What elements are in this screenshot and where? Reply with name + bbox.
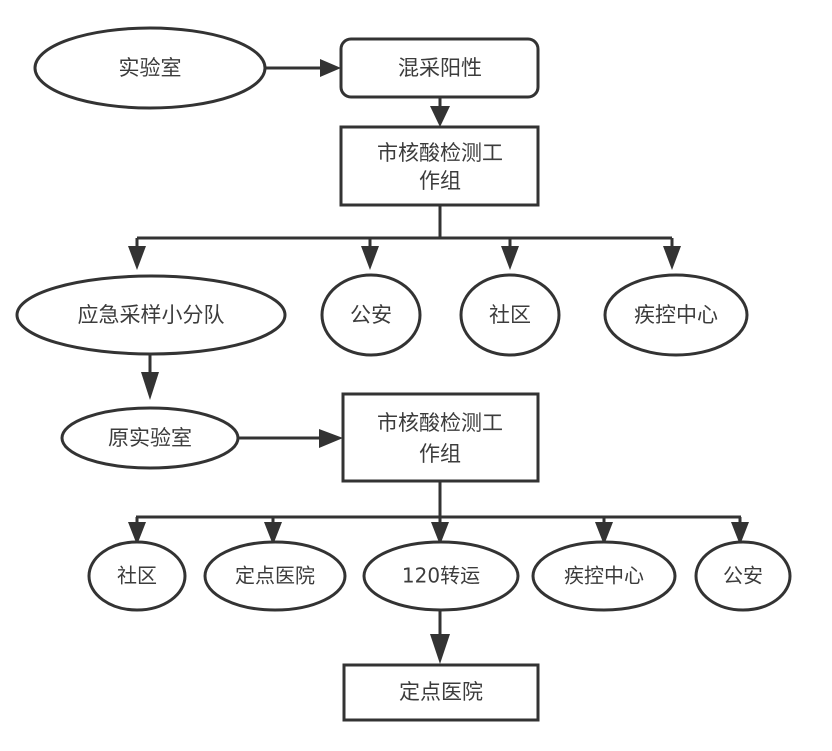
node-police-1-label: 公安: [350, 303, 392, 327]
node-hospital-1-label: 定点医院: [235, 564, 315, 588]
node-city-group-1-label-line1: 市核酸检测工: [377, 141, 503, 165]
arrow-head-icon: [431, 522, 449, 545]
node-community-1[interactable]: 社区: [459, 273, 561, 357]
node-city-group-2[interactable]: 市核酸检测工 作组: [341, 392, 540, 483]
arrow-head-icon: [663, 246, 681, 270]
node-emergency-team-ellipse[interactable]: [15, 274, 287, 356]
node-layer: 实验室 混采阳性 市核酸检测工 作组 应急采样小分队 公安: [15, 26, 792, 722]
arrow-head-icon: [319, 429, 343, 448]
node-city-group-1[interactable]: 市核酸检测工 作组: [339, 125, 540, 207]
arrow-head-icon: [731, 522, 749, 545]
edge-emergency-team-to-origin-lab: [141, 352, 159, 400]
node-police-2-ellipse[interactable]: [694, 540, 792, 612]
node-emergency-team-label: 应急采样小分队: [78, 303, 225, 327]
node-police-1[interactable]: 公安: [320, 273, 422, 357]
arrow-head-icon: [361, 246, 379, 270]
node-pooled-positive-label: 混采阳性: [398, 56, 482, 80]
node-city-group-1-label-line2: 作组: [419, 169, 461, 193]
node-origin-lab[interactable]: 原实验室: [60, 406, 240, 470]
edge-bus-city-group-1: [128, 205, 681, 270]
node-transfer-120-ellipse[interactable]: [362, 540, 520, 612]
node-hospital-2-label: 定点医院: [399, 680, 483, 704]
node-community-2[interactable]: 社区: [87, 540, 187, 612]
node-lab[interactable]: 实验室: [33, 26, 267, 110]
edge-transfer-120-to-hospital-2: [430, 608, 450, 664]
edge-lab-to-pooled-positive: [266, 59, 341, 77]
arrow-head-icon: [430, 106, 450, 127]
node-cdc-1-label: 疾控中心: [634, 303, 718, 327]
arrow-head-icon: [595, 522, 613, 545]
node-hospital-1[interactable]: 定点医院: [203, 540, 347, 612]
node-pooled-positive-rect[interactable]: [339, 37, 540, 99]
arrow-head-icon: [320, 59, 341, 77]
arrow-head-icon: [501, 246, 519, 270]
arrow-head-icon: [128, 246, 146, 270]
node-police-2-label: 公安: [723, 564, 763, 588]
node-transfer-120[interactable]: 120转运: [362, 540, 520, 612]
node-transfer-120-label: 120转运: [402, 564, 480, 588]
edge-pooled-positive-to-city-group-1: [430, 97, 450, 127]
edge-layer: [128, 59, 749, 664]
node-community-2-ellipse[interactable]: [87, 540, 187, 612]
node-cdc-2-ellipse[interactable]: [531, 540, 677, 612]
arrow-head-icon: [430, 634, 450, 664]
node-emergency-team[interactable]: 应急采样小分队: [15, 274, 287, 356]
node-city-group-2-label-line1: 市核酸检测工: [377, 411, 503, 435]
node-community-1-ellipse[interactable]: [459, 273, 561, 357]
node-lab-ellipse[interactable]: [33, 26, 267, 110]
node-cdc-2-label: 疾控中心: [564, 564, 644, 588]
node-pooled-positive[interactable]: 混采阳性: [339, 37, 540, 99]
node-hospital-1-ellipse[interactable]: [203, 540, 347, 612]
arrow-head-icon: [141, 372, 159, 400]
node-hospital-2-rect[interactable]: [342, 663, 540, 722]
node-origin-lab-ellipse[interactable]: [60, 406, 240, 470]
arrow-head-icon: [128, 522, 146, 545]
node-city-group-1-rect[interactable]: [339, 125, 540, 207]
arrow-head-icon: [264, 522, 282, 545]
node-cdc-1[interactable]: 疾控中心: [603, 273, 749, 357]
node-lab-label: 实验室: [119, 56, 182, 80]
node-city-group-2-rect[interactable]: [341, 392, 540, 483]
edge-origin-lab-to-city-group-2: [239, 429, 343, 448]
node-cdc-2[interactable]: 疾控中心: [531, 540, 677, 612]
node-hospital-2[interactable]: 定点医院: [342, 663, 540, 722]
node-origin-lab-label: 原实验室: [108, 426, 192, 450]
node-community-1-label: 社区: [489, 303, 531, 327]
node-police-1-ellipse[interactable]: [320, 273, 422, 357]
node-community-2-label: 社区: [117, 564, 157, 588]
node-city-group-2-label-line2: 作组: [419, 442, 461, 466]
node-police-2[interactable]: 公安: [694, 540, 792, 612]
node-cdc-1-ellipse[interactable]: [603, 273, 749, 357]
edge-bus-city-group-2: [128, 481, 749, 545]
